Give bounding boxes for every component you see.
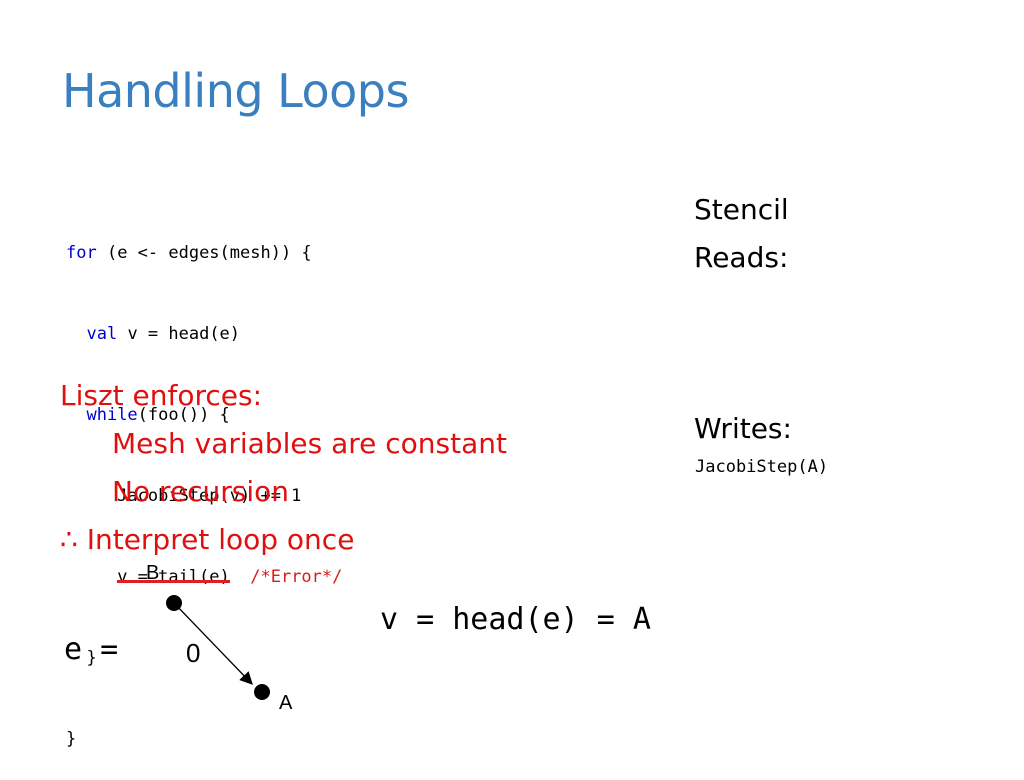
edge-graph-svg: [166, 595, 270, 700]
writes-label: Writes:: [694, 412, 792, 445]
node-a-dot: [254, 684, 270, 700]
writes-value: JacobiStep(A): [695, 457, 829, 477]
code-line-4: JacobiStep(v) += 1: [66, 486, 302, 506]
keyword-for: for: [66, 243, 97, 263]
code-line-5: v = tail(e) /*Error*/: [66, 564, 342, 591]
keyword-val: val: [86, 324, 118, 344]
mesh-edge-diagram: B A 0: [130, 560, 320, 720]
code-line-6: }: [66, 648, 97, 668]
liszt-rule-recursion: No recursion: [112, 475, 289, 508]
edge-assignment: e =: [64, 632, 119, 667]
liszt-rule-constant: Mesh variables are constant: [112, 427, 507, 460]
code-line-7: }: [66, 729, 77, 749]
keyword-while: while: [86, 405, 138, 425]
node-a-label: A: [279, 692, 293, 714]
liszt-heading: Liszt enforces:: [60, 379, 263, 412]
head-equation: v = head(e) = A: [380, 602, 651, 637]
error-comment: /*Error*/: [229, 567, 343, 587]
struck-out-statement: v = tail(e): [117, 567, 230, 587]
code-block: for (e <- edges(mesh)) { val v = head(e)…: [66, 186, 342, 780]
code-line-1: for (e <- edges(mesh)) {: [66, 243, 312, 263]
code-line-3: while(foo()) {: [86, 405, 230, 425]
edge-arrow: [173, 602, 253, 685]
slide-title: Handling Loops: [62, 64, 409, 118]
node-b-label: B: [146, 562, 160, 584]
node-b-dot: [166, 595, 182, 611]
liszt-rules: Liszt enforces: Mesh variables are const…: [60, 372, 507, 564]
stencil-reads-label: Stencil Reads:: [694, 193, 789, 274]
code-line-2: val v = head(e): [86, 324, 241, 344]
liszt-conclusion: ∴ Interpret loop once: [60, 523, 355, 556]
edge-zero-label: 0: [186, 638, 201, 668]
